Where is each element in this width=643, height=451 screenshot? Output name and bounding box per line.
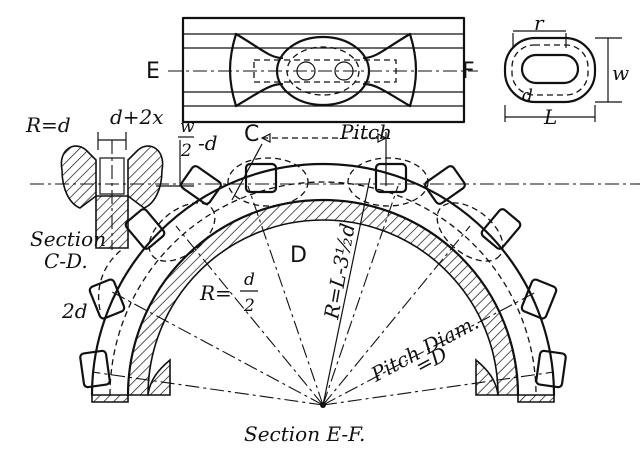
label-r-d2-num: d <box>244 270 255 290</box>
label-section-ef: Section E-F. <box>244 422 365 446</box>
label-r-eq-d: R=d <box>25 113 71 137</box>
label-section-cd-1: Section <box>30 227 106 251</box>
tooth-slots <box>79 162 567 389</box>
label-w2-num: w <box>180 117 195 137</box>
label-r-l: R=L-3½d <box>319 221 360 321</box>
section-cd-view: R=d d+2x w 2 -d Section C-D. <box>25 105 218 273</box>
section-cd-left-jaw <box>60 145 97 209</box>
plan-outline <box>181 16 466 124</box>
label-section-cd-2: C-D. <box>44 249 88 273</box>
radial-lines <box>91 177 555 406</box>
label-r-top: r <box>534 11 545 35</box>
rim-outer <box>90 162 556 397</box>
label-w: w <box>612 61 629 85</box>
label-f: F <box>462 59 475 84</box>
label-d-plus-2x: d+2x <box>110 105 164 129</box>
label-d-center: D <box>290 243 307 268</box>
label-e: E <box>146 59 160 84</box>
label-w2-den: 2 <box>180 141 192 161</box>
label-d-small: d <box>522 86 533 106</box>
label-c: C <box>244 122 259 147</box>
centre-point <box>320 402 326 408</box>
link-slot <box>520 53 580 85</box>
top-plan-view: E F <box>146 16 478 124</box>
label-minus-d: -d <box>198 131 218 155</box>
label-r-d2-den: 2 <box>243 296 255 316</box>
label-r-d2-prefix: R= <box>199 281 232 305</box>
label-l: L <box>543 105 557 129</box>
sprocket-section: C Pitch D 2d R= d 2 R=L-3½d Pitch Diam. … <box>30 120 640 446</box>
section-cd-right-jaw <box>127 145 164 209</box>
label-pitch: Pitch <box>339 120 392 144</box>
link-detail-view: r w L d <box>503 11 629 129</box>
link-outer <box>503 36 597 104</box>
label-2d: 2d <box>61 299 88 323</box>
